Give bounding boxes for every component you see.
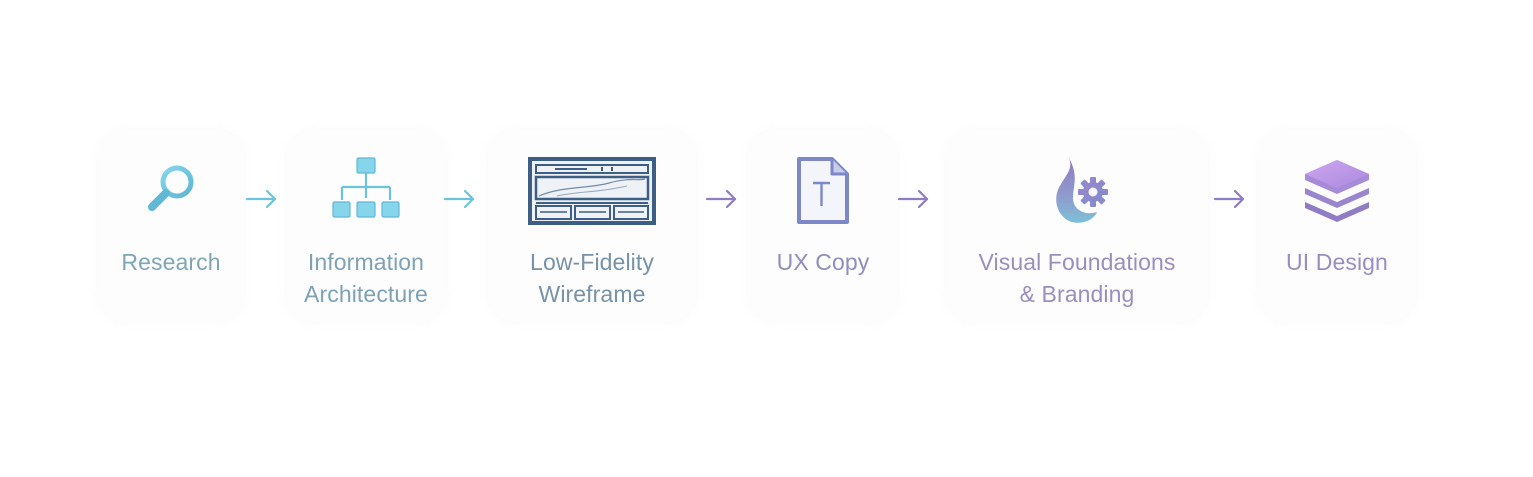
step-label-line: & Branding	[1019, 281, 1135, 307]
step-label: Information Architecture	[286, 246, 446, 310]
arrow-right-icon	[443, 189, 475, 209]
step-label-line: Visual Foundations	[978, 249, 1176, 275]
step-ui-design: UI Design	[1258, 130, 1416, 322]
sitemap-icon	[328, 156, 404, 228]
arrow-right-icon	[705, 189, 737, 209]
arrow-right-icon	[897, 189, 929, 209]
step-label: Low-Fidelity Wireframe	[488, 246, 696, 310]
layers-icon	[1297, 156, 1377, 226]
arrow-right-icon	[1213, 189, 1245, 209]
arrow-right-icon	[245, 189, 277, 209]
step-label-line: Architecture	[304, 281, 428, 307]
wireframe-icon	[527, 156, 657, 226]
step-visual-foundations-branding: Visual Foundations & Branding	[946, 130, 1208, 322]
step-label-line: Wireframe	[538, 281, 646, 307]
magnifier-icon	[136, 156, 206, 226]
text-document-icon	[793, 156, 853, 226]
step-label: Research	[98, 246, 244, 278]
step-label-line: Information	[307, 249, 425, 275]
step-label-line: UI Design	[1286, 249, 1388, 275]
step-ux-copy: UX Copy	[748, 130, 898, 322]
step-low-fidelity-wireframe: Low-Fidelity Wireframe	[488, 130, 696, 322]
step-label-line: Low-Fidelity	[530, 249, 654, 275]
step-label: Visual Foundations & Branding	[946, 246, 1208, 310]
step-label-line: UX Copy	[776, 249, 870, 275]
drop-gear-icon	[1037, 156, 1117, 228]
step-label: UX Copy	[748, 246, 898, 278]
step-label: UI Design	[1258, 246, 1416, 278]
step-information-architecture: Information Architecture	[286, 130, 446, 322]
step-label-line: Research	[121, 249, 221, 275]
step-research: Research	[98, 130, 244, 322]
